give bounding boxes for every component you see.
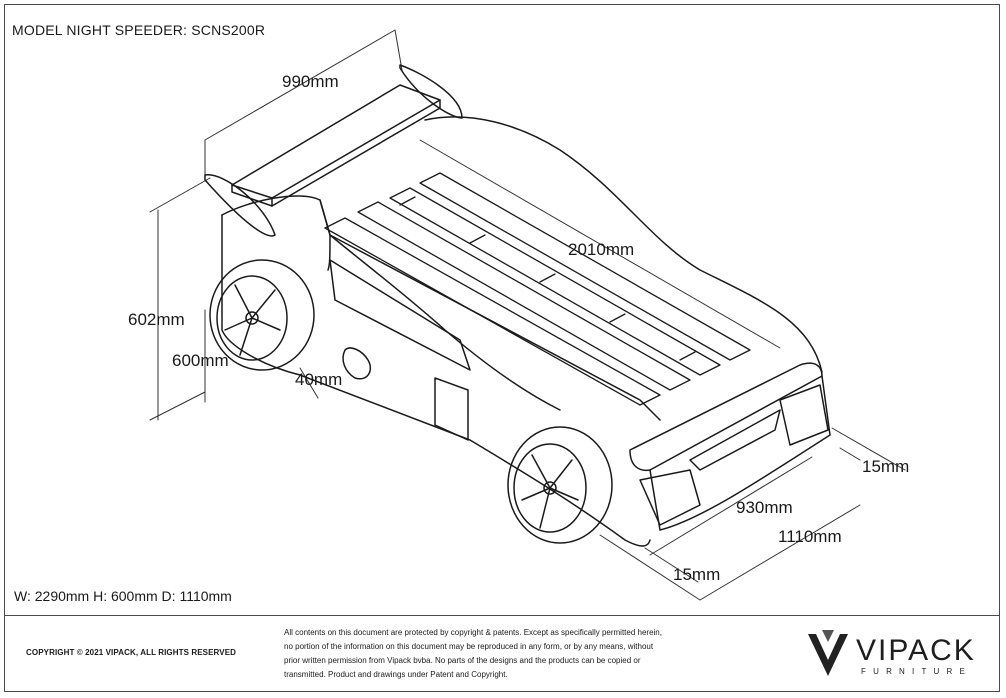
dim-wheel-offset: 40mm xyxy=(295,370,343,389)
front-nose xyxy=(629,362,831,531)
legal-line: prior written permission from Vipack bvb… xyxy=(284,656,641,665)
dim-height-total: 602mm xyxy=(128,310,185,329)
vipack-logo: VIPACK FURNITURE xyxy=(804,626,994,686)
front-wheel xyxy=(507,426,613,544)
dim-total-depth: 1110mm xyxy=(778,527,842,546)
model-title: MODEL NIGHT SPEEDER: SCNS200R xyxy=(12,22,266,38)
dim-front-edge: 15mm xyxy=(862,457,910,476)
dimension-lines xyxy=(149,29,906,601)
drawing-frame xyxy=(4,4,1000,692)
bed-slats xyxy=(324,172,751,406)
dim-height-side: 600mm xyxy=(172,351,229,370)
car-bed-drawing xyxy=(149,29,906,601)
dim-length: 2010mm xyxy=(568,240,635,259)
logo-wordmark: VIPACK xyxy=(856,634,976,667)
footer: COPYRIGHT © 2021 VIPACK, ALL RIGHTS RESE… xyxy=(4,615,1000,692)
logo-subtext: FURNITURE xyxy=(861,667,973,676)
dim-rear-width: 930mm xyxy=(736,498,793,517)
rear-wheel xyxy=(209,259,315,371)
dimension-summary: W: 2290mm H: 600mm D: 1110mm xyxy=(14,588,232,604)
rear-spoiler xyxy=(204,64,463,237)
legal-text: All contents on this document are protec… xyxy=(284,626,744,682)
logo-emblem-icon xyxy=(808,630,848,676)
dim-bottom-edge: 15mm xyxy=(673,565,721,584)
legal-line: transmitted. Product and drawings under … xyxy=(284,670,508,679)
dim-width-top: 990mm xyxy=(282,72,339,91)
legal-line: All contents on this document are protec… xyxy=(284,628,662,637)
legal-line: no portion of the information on this do… xyxy=(284,642,654,651)
copyright-text: COPYRIGHT © 2021 VIPACK, ALL RIGHTS RESE… xyxy=(26,648,237,657)
